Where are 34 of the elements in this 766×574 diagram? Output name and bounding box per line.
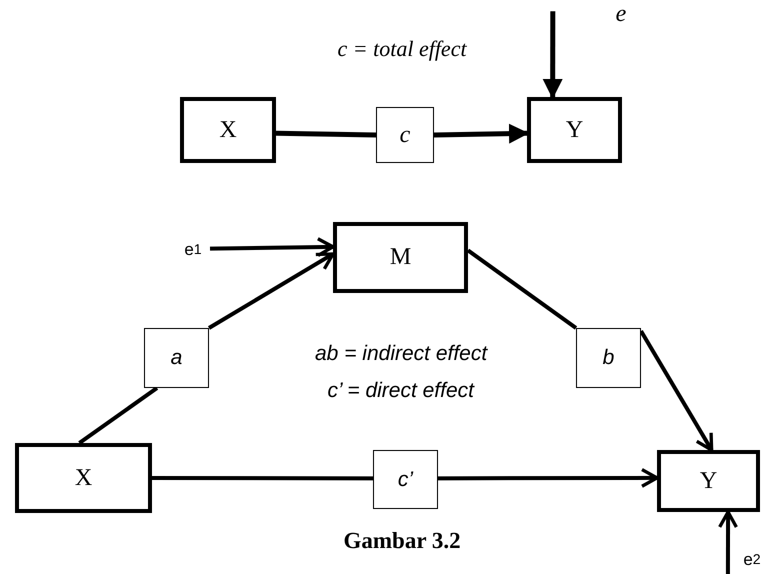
connector-line [466,248,578,330]
arrow [718,510,738,574]
annotation-text: c = total effect [338,36,467,62]
path-coefficient-box [576,328,641,388]
path-coefficient-box [373,450,438,509]
node-label: X [219,116,237,144]
variable-box [657,450,760,512]
variable-box [333,222,468,293]
connector-line [78,386,158,445]
path-coefficient-box [144,328,209,388]
arrow [434,124,529,144]
node-label: X [74,464,92,492]
node-label: Y [566,116,584,144]
node-label: c [400,122,410,148]
arrow [208,252,335,330]
node-label: c’ [398,468,414,492]
node-label: Y [700,468,718,494]
annotation-text: ab = indirect effect [315,342,488,366]
arrow [210,237,335,258]
arrow [542,11,563,99]
variable-box [527,97,622,163]
variable-box [15,443,152,513]
annotation-text: c’ = direct effect [328,379,474,403]
arrow [639,330,714,452]
node-label: M [390,244,412,271]
error-term-label: e [610,0,632,28]
connector-line [276,130,376,138]
connector-line [152,476,373,480]
node-label: a [170,346,182,370]
node-label: b [602,346,614,370]
figure-caption: Gambar 3.2 [344,528,461,554]
arrow [438,468,659,488]
path-coefficient-box [376,107,434,163]
variable-box [180,97,276,163]
